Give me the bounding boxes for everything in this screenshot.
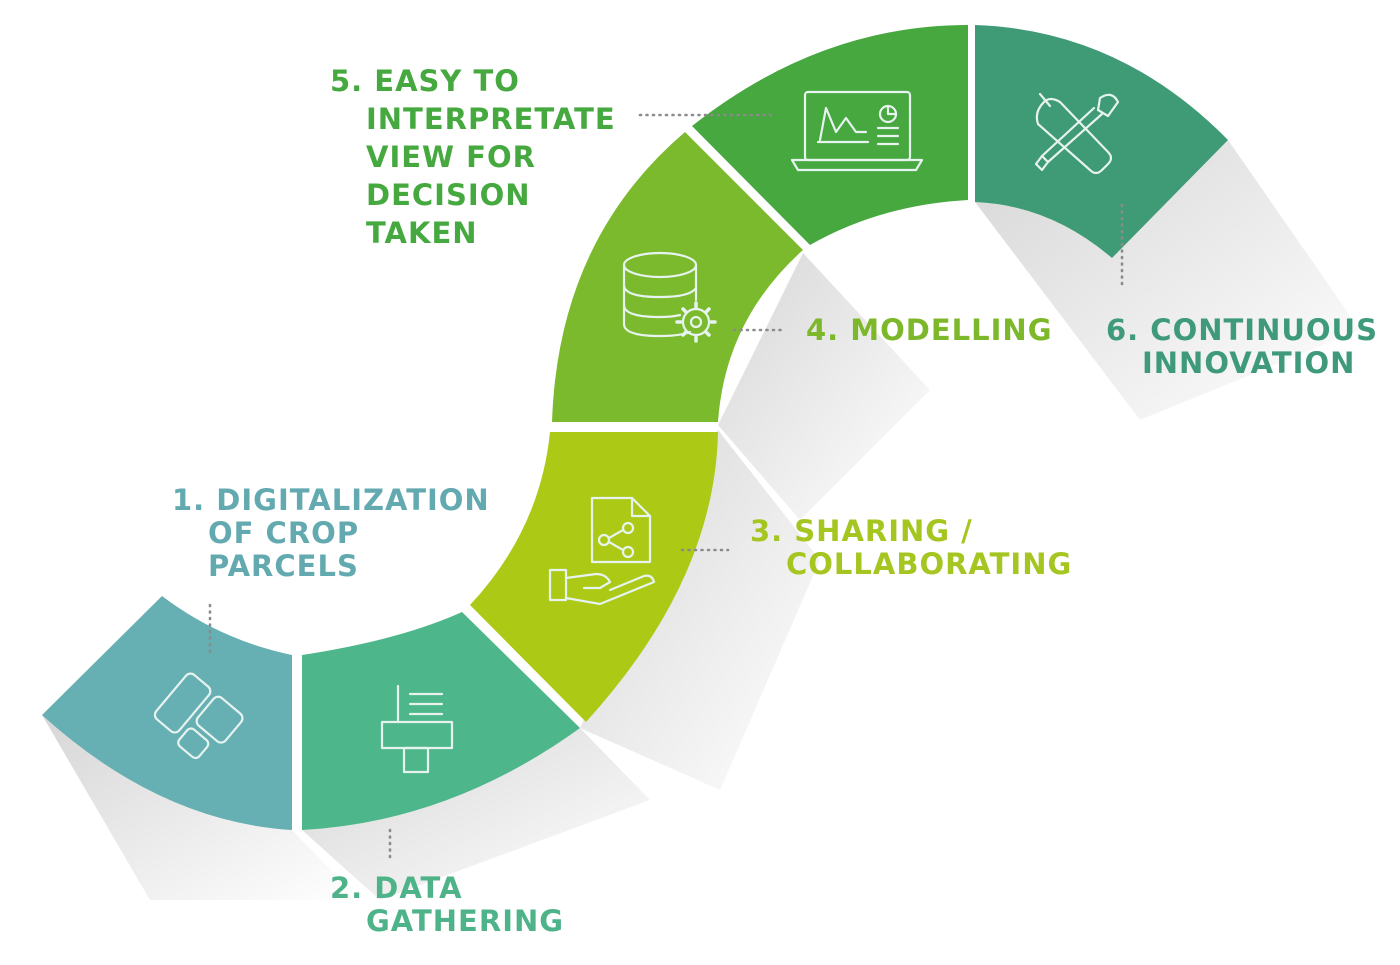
- step-6-line-1: 6. CONTINUOUS: [1106, 313, 1378, 347]
- parcels-icon: [153, 672, 244, 760]
- segment-3-sharing: [470, 432, 718, 722]
- step-4-line-1: 4. MODELLING: [806, 313, 1053, 347]
- step-3-line-2: COLLABORATING: [786, 547, 1073, 581]
- step-6-label: 6. CONTINUOUS INNOVATION: [1106, 314, 1378, 380]
- segment-5-interpretation: [692, 25, 968, 245]
- shadow-segment-4: [718, 253, 930, 520]
- arc-segments: [42, 25, 1228, 830]
- step-5-label: 5. EASY TO INTERPRETATE VIEW FOR DECISIO…: [330, 62, 616, 252]
- step-2-label: 2. DATA GATHERING: [330, 872, 564, 938]
- step-2-line-1: 2. DATA: [330, 871, 463, 905]
- step-5-line-2: INTERPRETATE: [366, 102, 616, 136]
- step-5-line-1: 5. EASY TO: [330, 64, 520, 98]
- step-2-line-2: GATHERING: [366, 904, 565, 938]
- database-gear-icon: [622, 251, 717, 343]
- step-5-line-5: TAKEN: [366, 216, 478, 250]
- step-3-line-1: 3. SHARING /: [750, 514, 973, 548]
- share-document-icon: [548, 496, 656, 606]
- wrench-screwdriver-icon: [1034, 92, 1120, 175]
- step-1-line-3: PARCELS: [208, 549, 359, 583]
- step-1-line-1: 1. DIGITALIZATION: [172, 483, 490, 517]
- segment-4-modelling: [552, 132, 803, 422]
- laptop-chart-icon: [790, 90, 924, 172]
- segment-1-digitalization: [42, 596, 292, 830]
- step-1-label: 1. DIGITALIZATION OF CROP PARCELS: [172, 484, 490, 583]
- step-4-label: 4. MODELLING: [806, 314, 1053, 347]
- shadow-segment-3: [580, 430, 820, 790]
- step-5-line-4: DECISION: [366, 178, 531, 212]
- step-5-line-3: VIEW FOR: [366, 140, 536, 174]
- step-1-line-2: OF CROP: [208, 516, 360, 550]
- segment-6-innovation: [975, 25, 1228, 258]
- sensor-device-icon: [380, 684, 454, 774]
- step-3-label: 3. SHARING / COLLABORATING: [750, 515, 1072, 581]
- step-6-line-2: INNOVATION: [1142, 346, 1356, 380]
